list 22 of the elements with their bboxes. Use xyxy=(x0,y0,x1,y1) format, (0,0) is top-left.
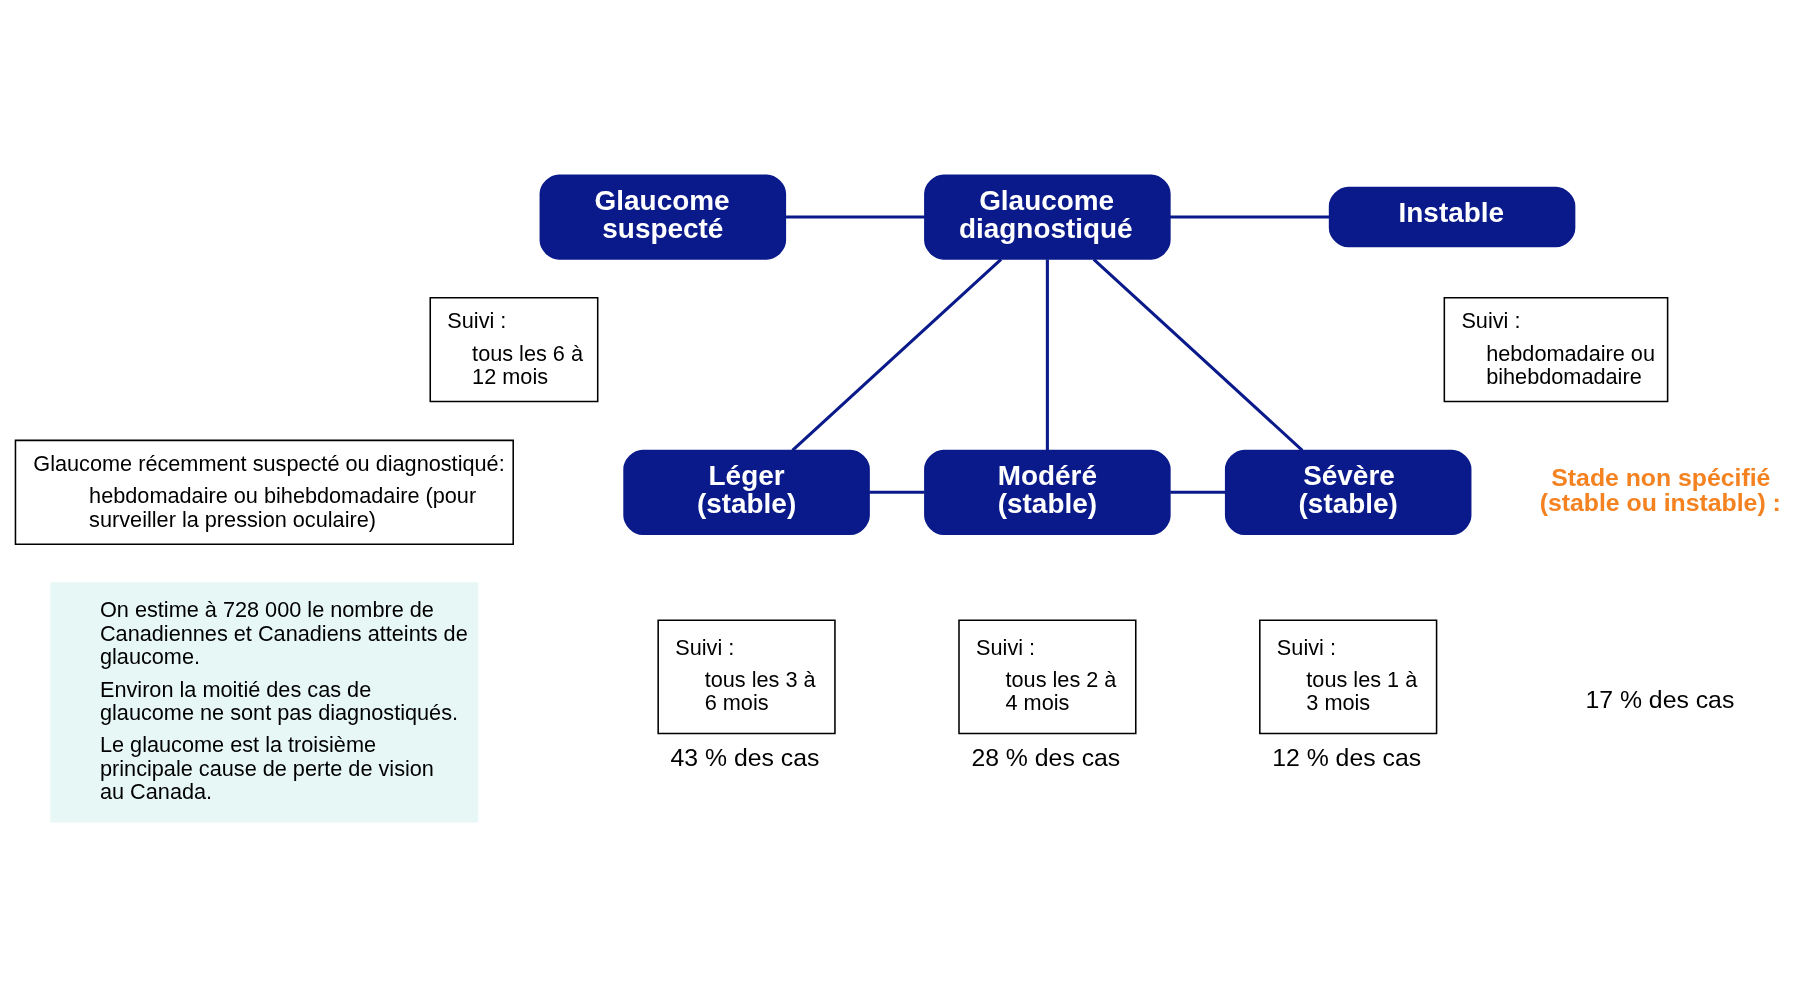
node-box: Modéré (stable) xyxy=(924,449,1171,535)
node-box: Léger (stable) xyxy=(623,449,870,535)
label: Stade non spécifié (stable ou instable) : xyxy=(1539,463,1781,516)
node-label: 28 % des cas xyxy=(971,743,1121,771)
node-box: Suivi : hebdomadaire ou bihebdomadaire xyxy=(1443,296,1669,403)
node-box: Instable xyxy=(1328,186,1576,248)
connector xyxy=(869,490,925,494)
connector xyxy=(1170,490,1226,494)
connector xyxy=(1045,259,1049,451)
connector xyxy=(786,215,925,219)
connector xyxy=(1092,258,1304,452)
node-box: Glaucome suspecté xyxy=(539,174,787,260)
node-box: Glaucome diagnostiqué xyxy=(924,174,1171,260)
node-box: Sévère (stable) xyxy=(1224,449,1472,535)
node-box: Glaucome récemment suspecté ou diagnostiqué: hebdomadaire ou bihebdomadaire (pour surveiller la pression oculaire) xyxy=(14,439,514,545)
label: 17 % des cas xyxy=(1585,686,1735,714)
connector xyxy=(1169,215,1330,219)
connector xyxy=(791,258,1003,452)
node-label: 43 % des cas xyxy=(670,743,820,771)
node-box: On estime à 728 000 le nombre de Canadiennes et Canadiens atteints de glaucome. Environ la moitié des cas de glaucome ne sont pas diagnostiqués. Le glaucome est la troisième principale cause de perte de vision au Canada. xyxy=(50,582,479,823)
node-box: Suivi : tous les 6 à 12 mois xyxy=(429,296,599,403)
node-label: 12 % des cas xyxy=(1272,743,1422,771)
